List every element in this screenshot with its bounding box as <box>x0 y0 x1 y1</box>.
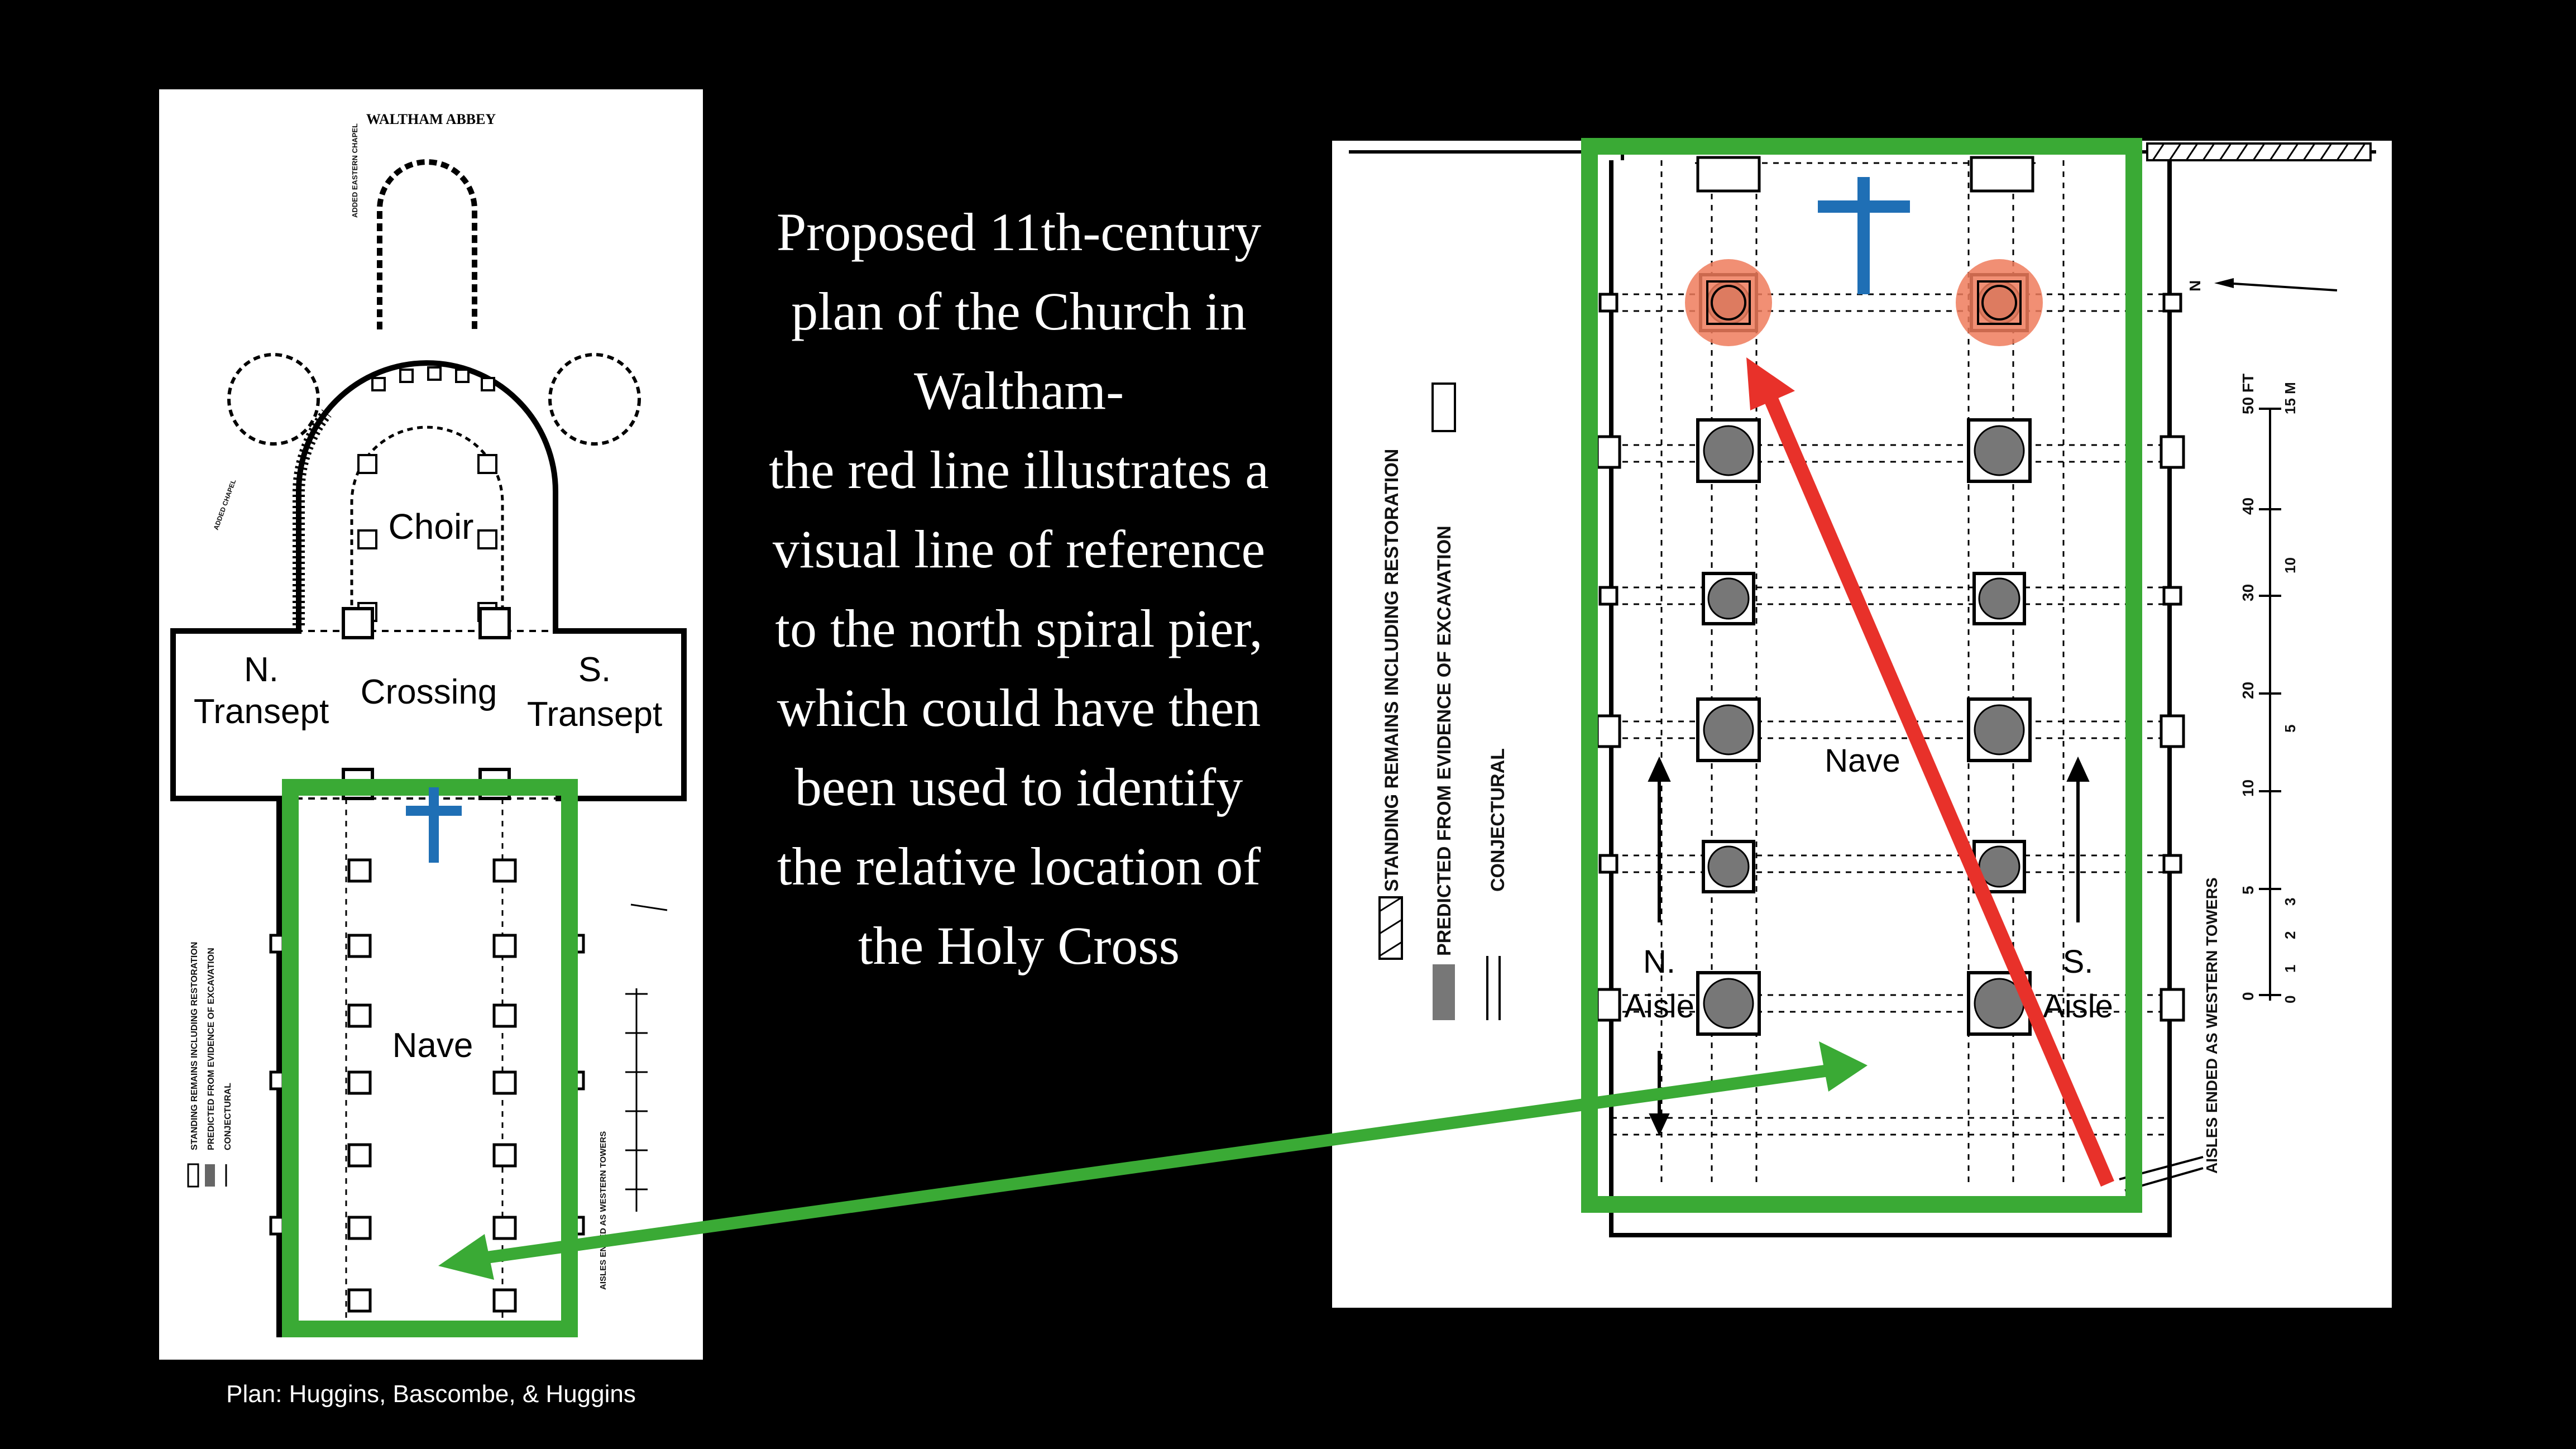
plan-legend: STANDING REMAINS INCLUDING RESTORATION P… <box>187 942 233 1188</box>
description-line-9: the relative location of <box>777 836 1261 896</box>
nave-detail-plan: Nave N. Aisle S. Aisle STANDING REMAINS … <box>1332 141 2392 1308</box>
south-spiral-pier-highlight <box>1956 259 2043 346</box>
north-spiral-pier-highlight <box>1685 259 1772 346</box>
north-label: N <box>2186 280 2204 291</box>
detail-legend: STANDING REMAINS INCLUDING RESTORATION P… <box>1378 382 1509 1020</box>
scale-labels: 50 FT 40 30 20 10 5 0 15 M 10 5 3 2 1 0 <box>2239 374 2299 1003</box>
n-transept-label-line1: N. <box>244 651 279 689</box>
plan-title: WALTHAM ABBEY <box>366 111 496 127</box>
detail-legend-predicted: PREDICTED FROM EVIDENCE OF EXCAVATION <box>1434 525 1455 956</box>
scale-m-2: 2 <box>2282 931 2299 939</box>
description-line-1: Proposed 11th-century <box>776 202 1262 262</box>
scale-m-3: 3 <box>2282 898 2299 906</box>
crossing-label: Crossing <box>361 673 497 711</box>
scale-m-10: 10 <box>2282 557 2299 573</box>
s-aisle-label-line1: S. <box>2063 944 2094 980</box>
detail-legend-standing: STANDING REMAINS INCLUDING RESTORATION <box>1381 449 1402 892</box>
nave-detail-drawing: Nave N. Aisle S. Aisle STANDING REMAINS … <box>1332 141 2392 1308</box>
scale-ft-50: 50 FT <box>2239 374 2257 414</box>
scale-ft-0: 0 <box>2239 992 2257 1001</box>
choir-label: Choir <box>389 506 474 547</box>
legend-conjectural: CONJECTURAL <box>223 1083 233 1150</box>
n-aisle-label-line1: N. <box>1643 944 1675 980</box>
s-aisle-label-line2: Aisle <box>2043 988 2113 1025</box>
detail-aisles-note: AISLES ENDED AS WESTERN TOWERS <box>2203 878 2220 1174</box>
description-line-2: plan of the Church in <box>791 281 1247 341</box>
description-line-4: the red line illustrates a <box>769 440 1269 500</box>
detail-legend-conjectural: CONJECTURAL <box>1487 748 1509 892</box>
nave-detail-label: Nave <box>1825 743 1900 779</box>
plan-credit: Plan: Huggins, Bascombe, & Huggins <box>226 1380 636 1408</box>
description-line-5: visual line of reference <box>772 519 1266 579</box>
description-line-8: been used to identify <box>794 757 1243 817</box>
abbey-full-plan: WALTHAM ABBEY ADDED EASTERN CHAPEL ADDED… <box>159 89 703 1360</box>
s-transept-label-line2: Transept <box>527 695 662 734</box>
scale-m-5: 5 <box>2282 725 2299 733</box>
scale-ft-40: 40 <box>2239 498 2257 515</box>
scale-ft-20: 20 <box>2239 682 2257 699</box>
s-transept-label-line1: S. <box>578 651 611 689</box>
description-line-10: the Holy Cross <box>858 916 1180 975</box>
added-eastern-chapel-label: ADDED EASTERN CHAPEL <box>351 123 359 218</box>
n-aisle-label-line2: Aisle <box>1624 988 1694 1025</box>
scale-ft-5: 5 <box>2239 886 2257 895</box>
scale-bar <box>2259 408 2281 1001</box>
north-arrow: N <box>2186 278 2338 291</box>
n-transept-label-line2: Transept <box>194 692 329 731</box>
aisles-note: AISLES ENDED AS WESTERN TOWERS <box>598 1131 608 1290</box>
legend-predicted: PREDICTED FROM EVIDENCE OF EXCAVATION <box>207 948 216 1150</box>
scale-ft-10: 10 <box>2239 780 2257 797</box>
abbey-plan-drawing: WALTHAM ABBEY ADDED EASTERN CHAPEL ADDED… <box>159 89 703 1360</box>
scale-m-1: 1 <box>2282 965 2299 973</box>
legend-standing: STANDING REMAINS INCLUDING RESTORATION <box>190 942 199 1150</box>
description-line-3: Waltham- <box>913 361 1124 420</box>
scale-ft-30: 30 <box>2239 584 2257 601</box>
scale-m-0: 0 <box>2282 996 2299 1003</box>
nave-label: Nave <box>392 1026 473 1065</box>
description-line-6: to the north spiral pier, <box>775 599 1263 658</box>
description-line-7: which could have then <box>777 678 1261 738</box>
scale-m-15: 15 M <box>2282 382 2299 414</box>
description-text: Proposed 11th-century plan of the Church… <box>726 193 1312 986</box>
